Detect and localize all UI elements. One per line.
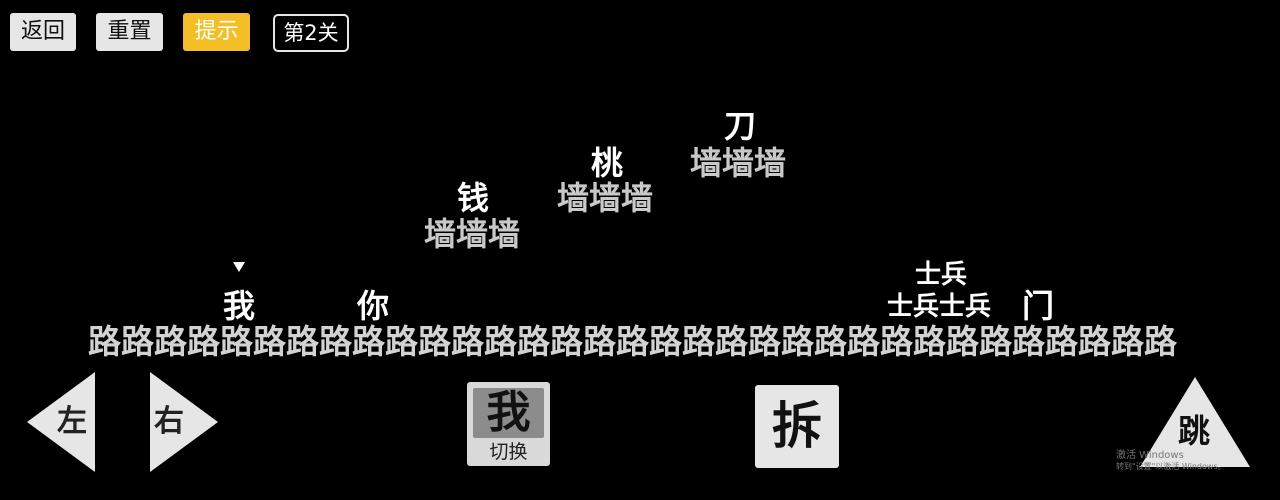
money-item: 钱 bbox=[457, 179, 490, 217]
jump-triangle-icon bbox=[1140, 377, 1250, 467]
watermark-line-2: 转到"设置"以激活 Windows。 bbox=[1116, 462, 1226, 471]
move-left-label: 左 bbox=[57, 404, 87, 439]
you-character: 你 bbox=[357, 287, 390, 325]
player-character: 我 bbox=[223, 287, 256, 325]
activation-watermark: 激活 Windows 转到"设置"以激活 Windows。 bbox=[1116, 450, 1226, 472]
wall-platform-3: 墙墙墙 bbox=[690, 144, 787, 182]
door-character: 门 bbox=[1022, 287, 1055, 325]
soldiers-bottom: 士兵士兵 bbox=[887, 292, 992, 322]
right-arrow-icon bbox=[150, 372, 218, 472]
move-right-button[interactable]: 右 bbox=[148, 372, 218, 472]
player-marker-icon bbox=[233, 262, 245, 272]
knife-item: 刀 bbox=[724, 107, 757, 145]
switch-character-icon: 我 bbox=[473, 388, 544, 438]
move-left-button[interactable]: 左 bbox=[27, 372, 97, 472]
soldiers-top: 士兵 bbox=[915, 260, 968, 290]
hint-button[interactable]: 提示 bbox=[183, 13, 250, 51]
wall-platform-1: 墙墙墙 bbox=[424, 215, 521, 253]
jump-label: 跳 bbox=[1178, 412, 1211, 450]
move-right-label: 右 bbox=[154, 404, 184, 439]
peach-item: 桃 bbox=[591, 144, 624, 182]
jump-button[interactable]: 跳 bbox=[1140, 377, 1250, 467]
switch-character-button[interactable]: 我 切换 bbox=[467, 382, 550, 466]
road-ground: 路路路路路路路路路路路路路路路路路路路路路路路路路路路路路路路路路 bbox=[88, 324, 1177, 360]
left-arrow-icon bbox=[27, 372, 95, 472]
watermark-line-1: 激活 Windows bbox=[1116, 450, 1184, 461]
reset-button[interactable]: 重置 bbox=[96, 13, 163, 51]
level-indicator: 第2关 bbox=[273, 14, 349, 52]
switch-label: 切换 bbox=[489, 441, 528, 463]
back-button[interactable]: 返回 bbox=[10, 13, 76, 51]
wall-platform-2: 墙墙墙 bbox=[557, 179, 654, 217]
demolish-button[interactable]: 拆 bbox=[755, 385, 839, 468]
